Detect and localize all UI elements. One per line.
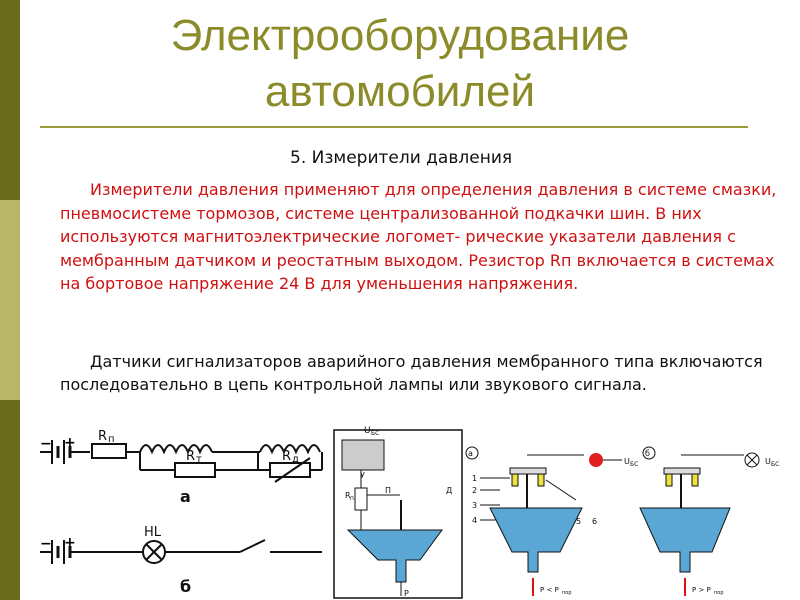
gauge-resistor-label: R [345, 491, 351, 500]
circuit-a-minus-sign: − [40, 436, 52, 452]
gauge-scale-letter: У [360, 471, 365, 480]
circuit-b-caption: б [180, 577, 191, 596]
label-r-t: R [186, 449, 195, 464]
sensor-b-letter: б [645, 449, 650, 458]
circuit-diagram-a [40, 440, 323, 483]
circuit-a-caption: а [180, 487, 191, 506]
label-r-d: R [282, 449, 291, 464]
sensor-a-letter: а [468, 449, 473, 458]
circuit-b-minus-sign: − [40, 536, 52, 552]
circuit-a-plus-sign: + [64, 435, 76, 451]
gauge-sensor-diagram: U БС У R п П Д P [333, 426, 463, 599]
sensor-b-pressure: P > P [692, 586, 711, 594]
paragraph-pressure-gauges: Измерители давления применяют для опреде… [60, 180, 777, 293]
gauge-pressure-label: P [404, 589, 409, 598]
gauge-top-label: U [364, 426, 371, 436]
alarm-sensor-b: б U БС P > P пор [639, 446, 779, 596]
gauge-membrane-label: П [385, 486, 391, 495]
sidebar-block [0, 0, 20, 200]
circuit-a-labels: R п R т R д [98, 429, 299, 465]
label-r-t-sub: т [196, 454, 202, 465]
gauge-resistor-label-sub: п [350, 495, 354, 502]
sensor-b-voltage-sub: БС [771, 461, 779, 468]
circuit-diagram-b [40, 539, 322, 564]
alarm-sensor-a: а 1 2 3 4 U БС 5 6 P < P пор [465, 446, 638, 596]
lamp-label: HL [144, 525, 162, 540]
page-title: Электрооборудование автомобилей [40, 8, 760, 120]
illustration: − + R п R т R д а − + HL б U БС У R п П [40, 426, 779, 599]
sensor-a-pressure-sub: пор [562, 590, 572, 596]
circuit-b-plus-sign: + [64, 535, 76, 551]
sensor-a-callout-3: 3 [472, 501, 477, 510]
sensor-a-callout-5: 5 [576, 517, 581, 526]
sensor-a-voltage: U [624, 457, 630, 466]
title-divider [40, 126, 748, 128]
paragraph-alarm-sensors: Датчики сигнализаторов аварийного давлен… [60, 352, 763, 394]
label-r-p: R [98, 429, 107, 444]
gauge-corner-label: Д [446, 486, 452, 495]
sidebar-accent [0, 0, 20, 600]
sensor-a-callout-1: 1 [472, 474, 477, 483]
title-line-2: автомобилей [264, 67, 536, 116]
sensor-b-pressure-sub: пор [714, 590, 724, 596]
sidebar-block [0, 200, 20, 400]
sensor-a-callout-2: 2 [472, 486, 477, 495]
sensor-a-callout-6: 6 [592, 517, 597, 526]
sensor-a-voltage-sub: БС [630, 461, 638, 468]
sidebar-block [0, 400, 20, 600]
sensor-b-voltage: U [765, 457, 771, 466]
section-subtitle: 5. Измерители давления [290, 148, 513, 168]
sensor-a-callout-4: 4 [472, 516, 477, 525]
label-r-d-sub: д [292, 454, 299, 465]
gauge-top-label-sub: БС [371, 430, 379, 437]
label-r-p-sub: п [108, 434, 115, 445]
title-line-1: Электрооборудование [170, 11, 630, 60]
sensor-a-pressure: P < P [540, 586, 559, 594]
